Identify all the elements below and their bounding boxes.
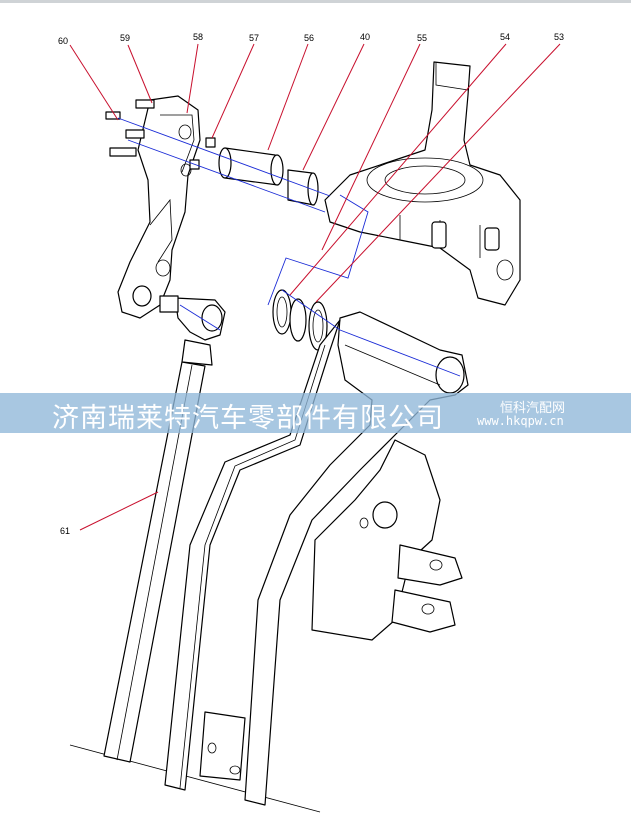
bushing <box>218 147 284 186</box>
bolts <box>105 99 155 157</box>
watermark-url: www.hkqpw.cn <box>477 414 564 428</box>
leader-lines <box>69 43 561 531</box>
watermark-banner <box>0 393 631 433</box>
callout-60: 60 <box>58 36 68 46</box>
watermark-company-name: 济南瑞莱特汽车零部件有限公司 <box>52 403 444 433</box>
assembly-axes <box>117 117 461 377</box>
seal-rings <box>272 289 328 351</box>
steering-arm <box>117 95 201 319</box>
callout-55: 55 <box>417 33 427 43</box>
steering-knuckle <box>324 61 521 306</box>
callout-labels: 60 59 58 57 56 40 55 54 53 61 <box>58 32 564 536</box>
callout-61: 61 <box>60 526 70 536</box>
ball-joint <box>159 295 226 366</box>
callout-59: 59 <box>120 33 130 43</box>
axle-beam <box>164 311 469 806</box>
callout-56: 56 <box>304 33 314 43</box>
callout-40: 40 <box>360 32 370 42</box>
callout-54: 54 <box>500 32 510 42</box>
top-border <box>0 0 631 3</box>
watermark-site-name: 恒科汽配网 <box>500 400 566 415</box>
callout-57: 57 <box>249 33 259 43</box>
spacer-ring <box>287 169 319 206</box>
callout-53: 53 <box>554 32 564 42</box>
callout-58: 58 <box>193 32 203 42</box>
